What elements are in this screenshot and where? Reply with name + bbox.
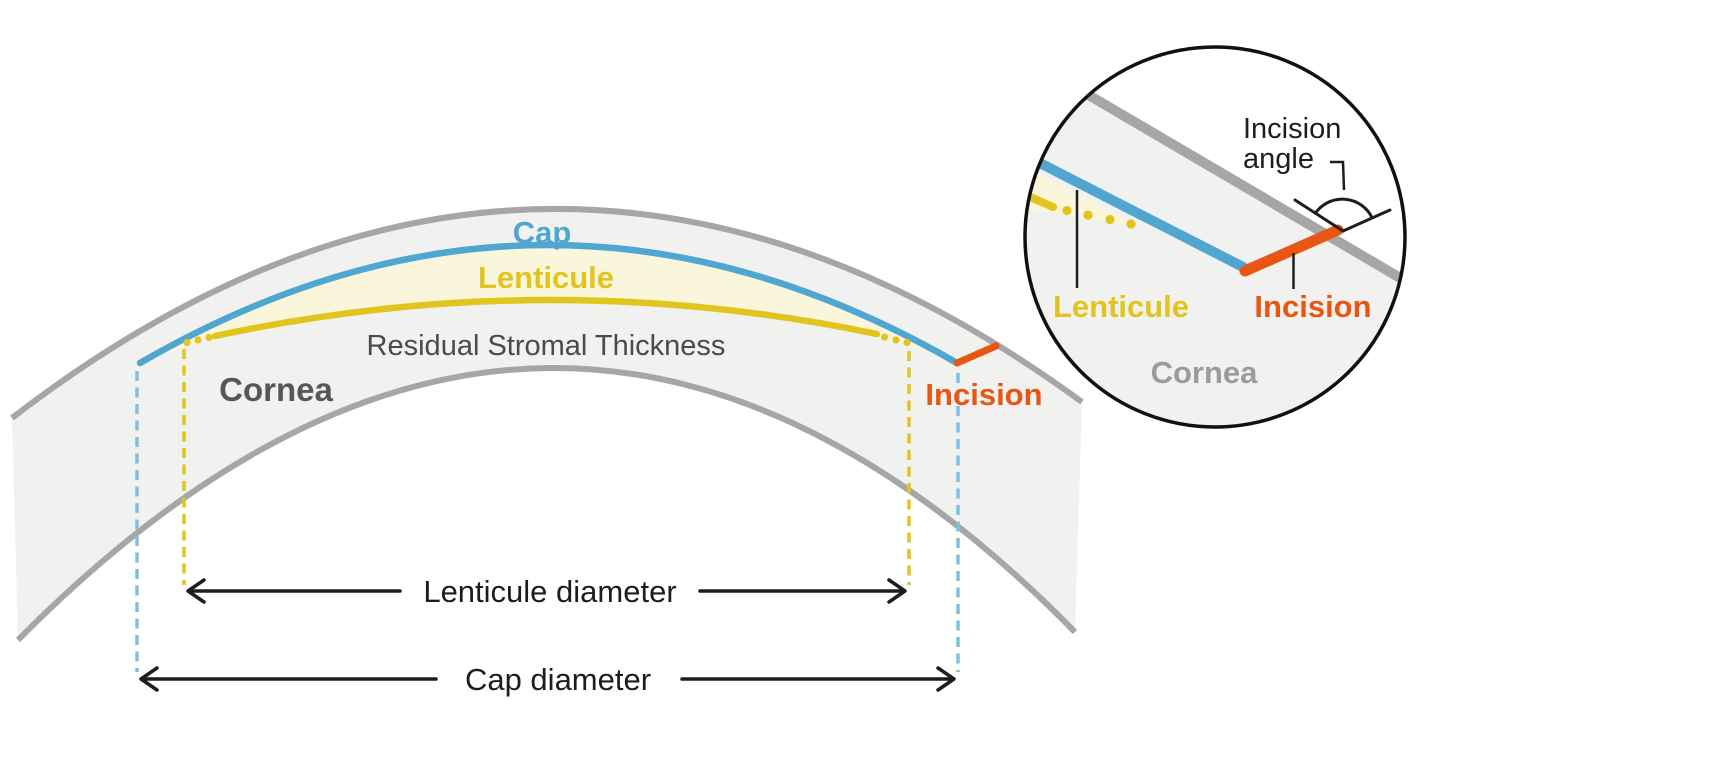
inset-incision-label: Incision — [1254, 289, 1371, 324]
incision-angle-leader — [1330, 160, 1346, 191]
angle-arc-icon — [1314, 197, 1374, 219]
arrowhead-left-icon — [186, 578, 206, 604]
inset-outer-cornea-line — [1077, 85, 1405, 284]
inset-incision-line — [1239, 224, 1344, 277]
inset-lenticule-dots — [1062, 205, 1136, 229]
inset-lenticule-label: Lenticule — [1053, 289, 1189, 324]
incision-line — [953, 342, 1000, 367]
lenticule-diameter-label: Lenticule diameter — [423, 574, 676, 609]
angle-ray-left — [1293, 198, 1345, 233]
main-cornea-diagram: Cap Lenticule Residual Stromal Thickness… — [10, 206, 1084, 697]
inset-lenticule-fill — [1026, 168, 1140, 227]
inset-cornea-fill — [1025, 83, 1405, 427]
incision-label: Incision — [925, 377, 1042, 412]
cap-diameter-label: Cap diameter — [465, 662, 651, 697]
inset-circle-outline — [1023, 45, 1407, 429]
incision-angle-label-line1: Incision — [1243, 113, 1341, 145]
residual-stromal-thickness-label: Residual Stromal Thickness — [367, 330, 726, 362]
inset-cornea-label: Cornea — [1151, 355, 1259, 390]
lenticule-diameter-arrow — [186, 578, 907, 604]
cornea-label: Cornea — [219, 371, 333, 408]
incision-detail-inset: Incision angle Lenticule Incision Cornea — [1023, 45, 1407, 429]
arrowhead-right-icon — [936, 666, 956, 692]
incision-angle-label-line2: angle — [1243, 143, 1314, 175]
lenticule-dotted-end-left — [183, 333, 213, 347]
incision-angle-marking — [1293, 197, 1392, 233]
lenticule-dotted-end-right — [880, 333, 911, 347]
cap-diameter-arrow — [139, 666, 956, 692]
arrowhead-right-icon — [887, 578, 907, 604]
outer-cornea-arc — [10, 206, 1084, 421]
lenticule-label: Lenticule — [478, 260, 614, 295]
arrowhead-left-icon — [139, 666, 159, 692]
inset-lenticule-dash — [1025, 192, 1057, 211]
inner-cornea-arc — [15, 365, 1078, 643]
inset-cap-interface-line — [1027, 154, 1248, 272]
cap-interface-arc — [136, 241, 961, 367]
cap-label: Cap — [513, 215, 572, 250]
angle-ray-right — [1341, 208, 1392, 233]
lenticule-interface-arc — [211, 296, 881, 340]
